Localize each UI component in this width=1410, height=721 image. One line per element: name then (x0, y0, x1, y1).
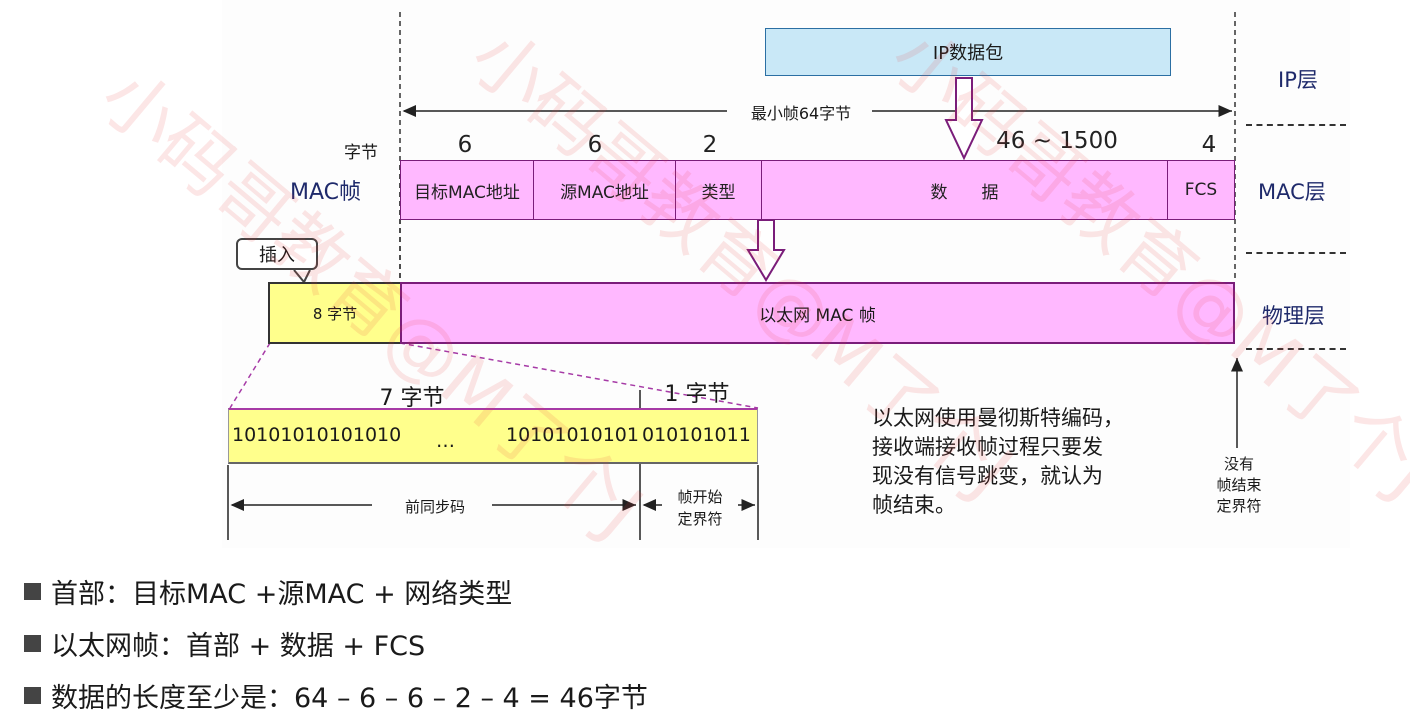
preamble-box: 8 字节 (268, 282, 402, 344)
bullet-square-icon (24, 583, 41, 600)
src-mac-field: 源MAC地址 (533, 160, 676, 220)
bits-dots: … (436, 430, 455, 452)
insert-callout: 插入 (236, 238, 318, 270)
dst-size: 6 (457, 132, 473, 158)
one-byte-label: 1 字节 (664, 382, 730, 407)
seven-bytes-label: 7 字节 (379, 386, 445, 411)
ip-packet-box: IP数据包 (765, 28, 1171, 76)
zoom-line-left (229, 342, 271, 409)
bullet-square-icon (24, 635, 41, 652)
bullet-1: 首部：目标MAC +源MAC + 网络类型 (24, 572, 512, 611)
mac-layer-label: MAC层 (1258, 180, 1326, 204)
bullet-2: 以太网帧：首部 + 数据 + FCS (24, 624, 425, 663)
sync-label: 前同步码 (380, 496, 490, 517)
sfd-label-1: 帧开始 (677, 488, 723, 506)
layer-divider-2 (1246, 252, 1346, 254)
sfd-label-2: 定界符 (677, 510, 723, 528)
callout-tail (293, 269, 311, 284)
ip-layer-label: IP层 (1278, 68, 1318, 92)
type-size: 2 (702, 132, 718, 158)
bullet-3: 数据的长度至少是：64 – 6 – 6 – 2 – 4 = 46字节 (24, 676, 648, 715)
dst-mac-field: 目标MAC地址 (400, 160, 534, 220)
byte-unit-label: 字节 (344, 143, 378, 163)
transmit-arrow-icon (746, 219, 786, 282)
manchester-note: 以太网使用曼彻斯特编码， 接收端接收帧过程只要发 现没有信号跳变，就认为 帧结束… (872, 406, 1124, 517)
src-size: 6 (587, 132, 603, 158)
data-field: 数 据 (761, 160, 1168, 220)
mac-frame-label: MAC帧 (290, 180, 362, 205)
ethernet-frame-diagram: IP数据包 最小帧64字节 字节 MAC帧 6 6 2 46 ~ 1500 4 … (222, 0, 1350, 548)
layer-divider-1 (1246, 124, 1346, 126)
min-frame-label: 最小帧64字节 (732, 100, 870, 124)
type-field: 类型 (675, 160, 762, 220)
fcs-size: 4 (1201, 132, 1217, 158)
bits-mid: 10101010101 (506, 424, 639, 446)
ip-packet-label: IP数据包 (932, 43, 1004, 64)
bits-right: 010101011 (642, 424, 751, 446)
data-size: 46 ~ 1500 (996, 128, 1118, 154)
phys-layer-label: 物理层 (1262, 304, 1325, 328)
diagram-lines (227, 12, 1243, 540)
fcs-field: FCS (1167, 160, 1235, 220)
bits-left: 10101010101010 (232, 424, 402, 446)
layer-divider-3 (1246, 348, 1346, 350)
ethernet-mac-frame-box: 以太网 MAC 帧 (400, 282, 1235, 344)
preamble-detail-box (228, 408, 758, 464)
bullet-square-icon (24, 687, 41, 704)
encapsulate-arrow-icon (944, 77, 984, 161)
zoom-line-right (399, 342, 759, 409)
no-eof-label: 没有 帧结束 定界符 (1216, 455, 1262, 515)
